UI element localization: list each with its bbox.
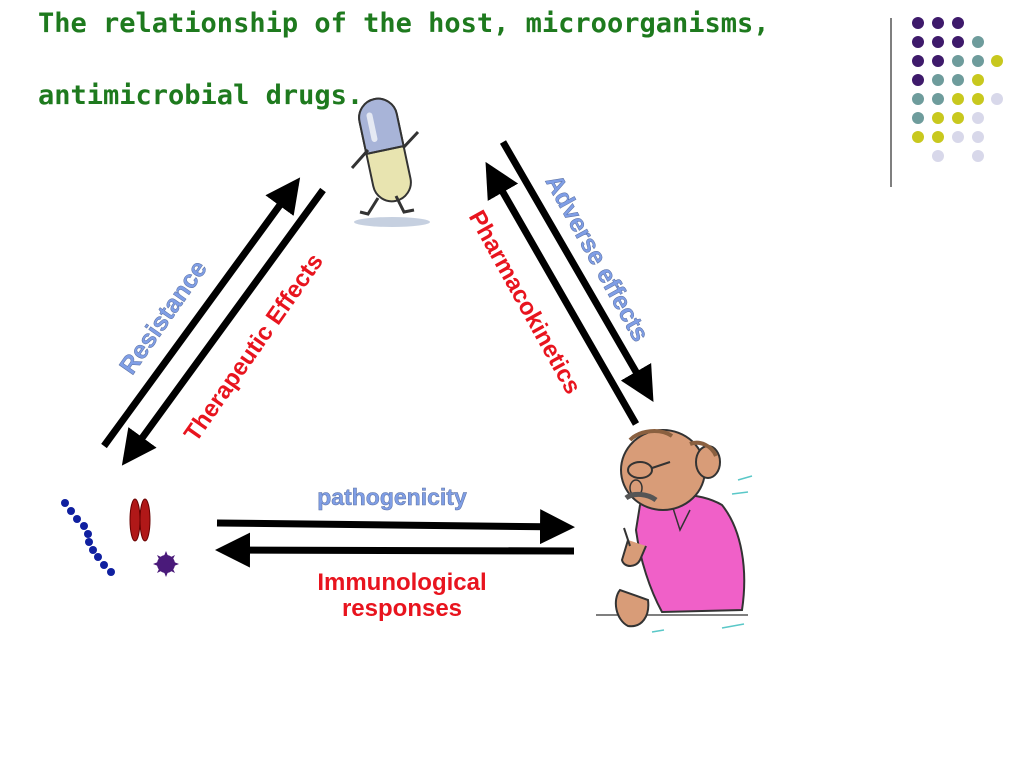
arrow-microbe-to-host [216, 509, 575, 545]
label-immunological: Immunological [317, 569, 486, 596]
title-line-1: The relationship of the host, microorgan… [38, 8, 770, 39]
decorative-dot-grid [890, 17, 1003, 187]
label-pathogenicity: pathogenicity [317, 484, 467, 510]
arrow-drug-to-microbe [121, 187, 326, 466]
label-responses: responses [342, 595, 462, 622]
label-adverse-effects: Adverse effects [540, 170, 655, 346]
arrow-drug-to-host [499, 140, 654, 403]
patient-man-icon [596, 429, 753, 633]
bacteria-icon [61, 498, 179, 577]
title-line-2: antimicrobial drugs. [38, 80, 364, 111]
capsule-character-icon [350, 97, 430, 227]
arrow-microbe-to-drug [101, 177, 301, 449]
arrow-host-to-drug [485, 161, 640, 426]
arrow-host-to-microbe [215, 532, 575, 568]
